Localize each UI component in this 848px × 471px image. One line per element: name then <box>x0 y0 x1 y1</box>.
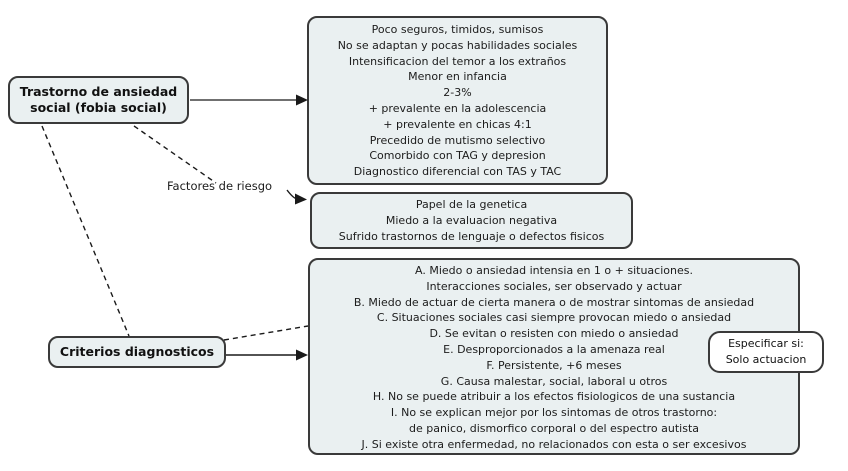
specifier-node: Especificar si: Solo actuacion <box>708 331 824 373</box>
arrowhead-icon <box>295 193 307 205</box>
arrowhead-icon <box>296 349 308 361</box>
edge-root-risk-label <box>133 125 217 184</box>
edge-criterialabel-criteria-dashed <box>223 325 309 341</box>
edge-root-criteria-label <box>41 125 130 337</box>
criteria-label-node: Criterios diagnosticos <box>48 336 226 368</box>
root-node-trastorno-ansiedad-social: Trastorno de ansiedad social (fobia soci… <box>8 76 189 124</box>
overview-node: Poco seguros, timidos, sumisos No se ada… <box>307 16 608 185</box>
risk-edge-label: Factores de riesgo <box>167 179 273 193</box>
risk-factors-node: Papel de la genetica Miedo a la evaluaci… <box>310 192 633 249</box>
edge-root-overview <box>190 94 308 106</box>
edge-risklabel-riskfactors <box>286 189 307 205</box>
edge-criterialabel-criteria <box>226 349 308 361</box>
